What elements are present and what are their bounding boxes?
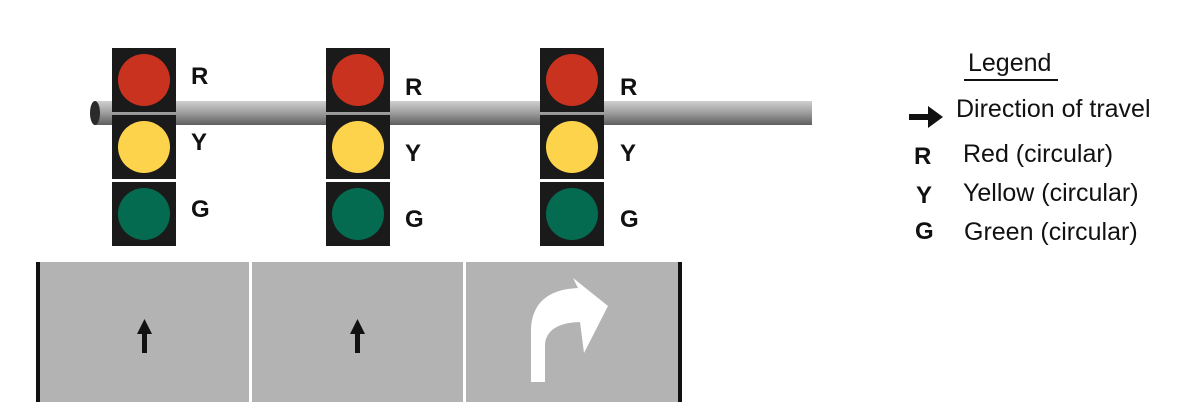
lane-line bbox=[249, 262, 252, 402]
through-arrow-icon bbox=[137, 319, 152, 353]
legend-code: Y bbox=[916, 182, 932, 209]
signal-lamp bbox=[546, 188, 598, 240]
signal-label: Y bbox=[405, 140, 421, 167]
signal-head: R bbox=[326, 48, 422, 112]
lane-line bbox=[463, 262, 466, 402]
legend-title: Legend bbox=[968, 49, 1051, 77]
signal-label: R bbox=[620, 74, 637, 101]
legend-text: Red (circular) bbox=[963, 140, 1113, 168]
arrow-right-icon bbox=[909, 106, 943, 128]
right-turn-arrow-icon bbox=[531, 278, 608, 382]
signal-label: G bbox=[191, 196, 210, 223]
mast-arm bbox=[90, 101, 818, 125]
signal-label: R bbox=[191, 63, 208, 90]
traffic-signal: R Y G bbox=[326, 48, 424, 246]
signal-lamp bbox=[546, 121, 598, 173]
signal-label: R bbox=[405, 74, 422, 101]
signal-head: Y bbox=[540, 115, 636, 179]
signal-lamp bbox=[118, 54, 170, 106]
traffic-signal: R Y G bbox=[112, 48, 210, 246]
signal-head: Y bbox=[326, 115, 421, 179]
signal-label: G bbox=[620, 206, 639, 233]
road-edge-left bbox=[36, 262, 40, 402]
signal-head: R bbox=[112, 48, 208, 112]
signal-lamp bbox=[332, 121, 384, 173]
legend-title-underline bbox=[964, 79, 1058, 81]
signal-label: G bbox=[405, 206, 424, 233]
legend-text: Yellow (circular) bbox=[963, 179, 1139, 207]
signal-head: G bbox=[540, 182, 639, 246]
signal-lamp bbox=[332, 188, 384, 240]
legend-item-yellow: Y Yellow (circular) bbox=[916, 179, 1139, 209]
signal-label: Y bbox=[620, 140, 636, 167]
signal-lamp bbox=[332, 54, 384, 106]
legend-text: Green (circular) bbox=[964, 218, 1138, 246]
legend-item-green: G Green (circular) bbox=[915, 218, 1138, 246]
legend-code: G bbox=[915, 218, 934, 245]
signal-lamp bbox=[546, 54, 598, 106]
traffic-signal: R Y G bbox=[540, 48, 639, 246]
signal-head: G bbox=[112, 182, 210, 246]
through-arrow-icon bbox=[350, 319, 365, 353]
signal-group: R Y G R Y G R Y G bbox=[112, 48, 639, 246]
signal-label: Y bbox=[191, 129, 207, 156]
signal-head: Y bbox=[112, 115, 207, 179]
signal-head: R bbox=[540, 48, 637, 112]
legend-item-direction: Direction of travel bbox=[909, 95, 1151, 128]
lane-markings bbox=[137, 278, 608, 382]
signal-lamp bbox=[118, 188, 170, 240]
legend-text: Direction of travel bbox=[956, 95, 1151, 123]
legend: Legend Direction of travel R Red (circul… bbox=[909, 49, 1151, 246]
legend-code: R bbox=[914, 143, 931, 170]
road-edge-right bbox=[678, 262, 682, 402]
signal-head: G bbox=[326, 182, 424, 246]
legend-item-red: R Red (circular) bbox=[914, 140, 1113, 170]
signal-lamp bbox=[118, 121, 170, 173]
